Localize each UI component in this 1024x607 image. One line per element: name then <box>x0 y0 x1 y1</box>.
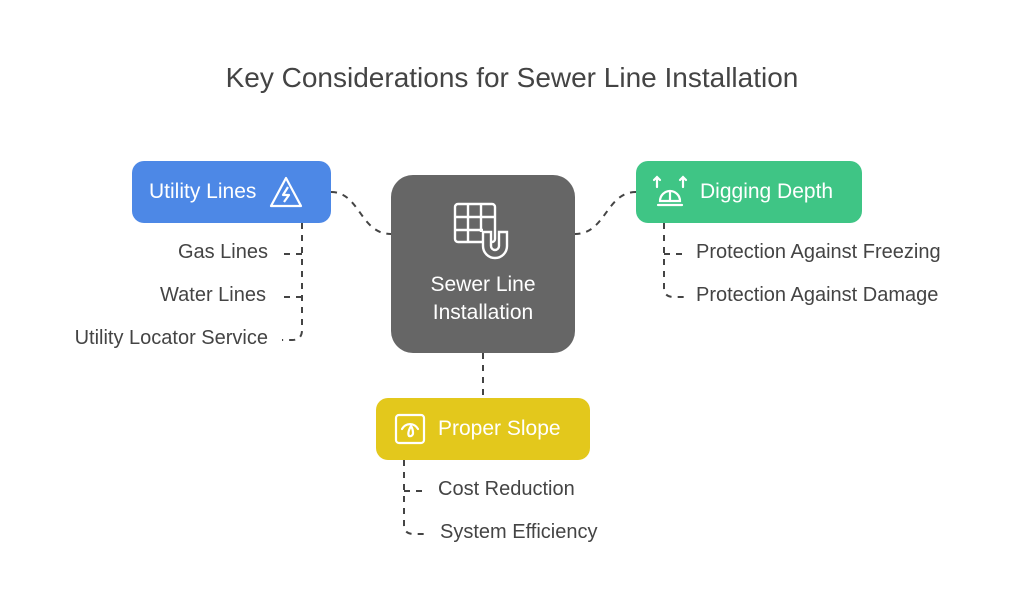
branch-proper-slope: Proper Slope <box>376 398 590 460</box>
center-node: Sewer Line Installation <box>391 175 575 353</box>
branch-digging-depth: Digging Depth <box>636 161 862 223</box>
connector-digging-children <box>663 223 684 298</box>
leaf-water-lines: Water Lines <box>160 284 266 306</box>
branch-label: Proper Slope <box>438 417 561 440</box>
branch-label: Utility Lines <box>149 180 257 203</box>
leaf-cost-reduction: Cost Reduction <box>438 478 575 500</box>
diagram-title: Key Considerations for Sewer Line Instal… <box>225 62 799 93</box>
connector-center-digging <box>574 191 637 235</box>
pipe-grid-icon <box>453 202 513 265</box>
branch-label: Digging Depth <box>700 180 834 203</box>
connector-utility-children <box>282 223 303 341</box>
leaf-system-efficiency: System Efficiency <box>440 521 598 543</box>
high-voltage-warning-icon <box>268 175 304 209</box>
hard-hat-depth-icon <box>652 175 688 209</box>
connector-center-utility <box>330 191 392 235</box>
center-label: Sewer Line Installation <box>430 272 536 324</box>
gauge-icon <box>394 413 426 445</box>
leaf-protection-against-damage: Protection Against Damage <box>696 284 939 306</box>
branch-utility-lines: Utility Lines <box>132 161 331 223</box>
leaf-gas-lines: Gas Lines <box>177 241 268 263</box>
leaf-utility-locator-service: Utility Locator Service <box>74 327 268 349</box>
leaf-protection-against-freezing: Protection Against Freezing <box>696 241 941 263</box>
connector-slope-children <box>403 460 424 535</box>
